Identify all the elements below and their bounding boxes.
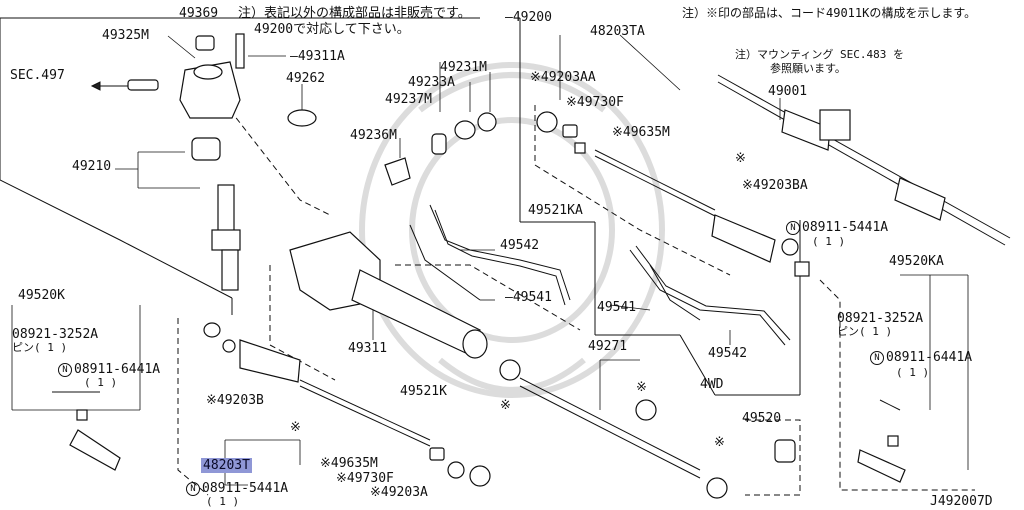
label-49237M: 49237M xyxy=(385,92,432,107)
tie-rod-ends xyxy=(52,391,906,483)
frame-lines xyxy=(0,17,801,396)
seal-parts xyxy=(384,112,497,186)
star-mark-bottom: ※ xyxy=(290,420,301,435)
note-mounting-ref: 参照願います。 xyxy=(770,62,846,75)
label-49521K: 49521K xyxy=(400,384,447,399)
label-49541-top: —49541 xyxy=(505,290,552,305)
dashed-boxes xyxy=(177,105,975,496)
star-mark-boot: ※ xyxy=(636,380,647,395)
label-49520K: 49520K xyxy=(18,288,65,303)
label-pin-left: 08921-3252A xyxy=(12,327,99,342)
label-49730F-top: ※49730F xyxy=(566,95,624,110)
qty-nut-right: ( 1 ) xyxy=(896,366,930,379)
qty-bolt-left-bottom: ( 1 ) xyxy=(206,495,240,508)
hydraulic-tubes xyxy=(409,204,791,346)
label-49200: —49200 xyxy=(505,10,552,25)
star-mark-4wd: ※ xyxy=(714,435,725,450)
label-49200-text: 49200 xyxy=(512,10,552,25)
label-49542-mid: 49542 xyxy=(708,346,748,361)
star-mark-top: ※ xyxy=(735,151,746,166)
note-use-49200: 49200で対応して下さい。 xyxy=(254,22,410,37)
leader-lines xyxy=(11,34,969,486)
label-49203A: ※49203A xyxy=(370,485,428,500)
label-4wd: 4WD xyxy=(700,377,724,392)
label-49542-top: 49542 xyxy=(500,238,540,253)
label-49635M-bottom: ※49635M xyxy=(320,456,378,471)
label-49521KA: 49521KA xyxy=(528,203,583,218)
diagram-id: J492007D xyxy=(930,494,993,509)
note-star-parts: 注）※印の部品は、コード49011Kの構成を示します。 xyxy=(682,6,977,20)
n-circle-icon: N xyxy=(786,221,800,235)
label-49520KA: 49520KA xyxy=(889,254,944,269)
label-49233A: 49233A xyxy=(408,75,455,90)
qty-bolt-right-top: ( 1 ) xyxy=(812,235,846,248)
star-mark-49271: ※ xyxy=(500,398,511,413)
rack-assembly-bottom xyxy=(203,322,491,487)
qty-nut-left: ( 1 ) xyxy=(84,376,118,389)
label-49231M: 49231M xyxy=(440,60,487,75)
n-circle-icon: N xyxy=(58,363,72,377)
label-49311A: —49311A xyxy=(290,49,345,64)
n-circle-icon: N xyxy=(870,351,884,365)
label-48203TA: 48203TA xyxy=(590,24,645,39)
note-mounting: 注）マウンティング SEC.483 を xyxy=(735,48,904,61)
label-bolt-right-top-text: 08911-5441A xyxy=(802,220,889,235)
label-49262: 49262 xyxy=(286,71,326,86)
label-49369: 49369 xyxy=(179,6,219,21)
rack-4wd xyxy=(499,359,796,499)
note-not-sold-separately: 注）表記以外の構成部品は非販売です。 xyxy=(238,6,471,21)
label-49730F-bottom: ※49730F xyxy=(336,471,394,486)
label-49236M: 49236M xyxy=(350,128,397,143)
rack-housing xyxy=(289,231,488,359)
label-bolt-left-bottom-text: 08911-5441A xyxy=(202,481,289,496)
rack-assembly-top xyxy=(536,111,810,277)
label-nut-left-text: 08911-6441A xyxy=(74,362,161,377)
label-49271: 49271 xyxy=(588,339,628,354)
label-49325M: 49325M xyxy=(102,28,149,43)
label-49541-top-text: 49541 xyxy=(512,290,552,305)
label-49001: 49001 xyxy=(768,84,808,99)
label-49203B: ※49203B xyxy=(206,393,264,408)
gear-assembly-complete xyxy=(717,74,1011,246)
label-48203T[interactable]: 48203T xyxy=(201,458,252,473)
label-49203AA: ※49203AA xyxy=(530,70,596,85)
section-ref-497[interactable]: SEC.497 xyxy=(10,68,65,83)
n-circle-icon: N xyxy=(186,482,200,496)
label-49520: 49520 xyxy=(742,411,782,426)
label-49311A-text: 49311A xyxy=(297,49,345,64)
watermark-emblem xyxy=(359,62,665,398)
gear-housing-assembly xyxy=(90,33,317,291)
label-49541-mid: 49541 xyxy=(597,300,637,315)
label-nut-right-text: 08911-6441A xyxy=(886,350,973,365)
qty-pin-right: ピン( 1 ) xyxy=(837,325,893,338)
label-pin-right: 08921-3252A xyxy=(837,311,924,326)
label-49210: 49210 xyxy=(72,159,112,174)
label-48203T-highlight[interactable]: 48203T xyxy=(201,458,252,473)
label-49635M-top: ※49635M xyxy=(612,125,670,140)
label-49311: 49311 xyxy=(348,341,388,356)
label-49203BA: ※49203BA xyxy=(742,178,808,193)
qty-pin-left: ピン( 1 ) xyxy=(12,341,68,354)
